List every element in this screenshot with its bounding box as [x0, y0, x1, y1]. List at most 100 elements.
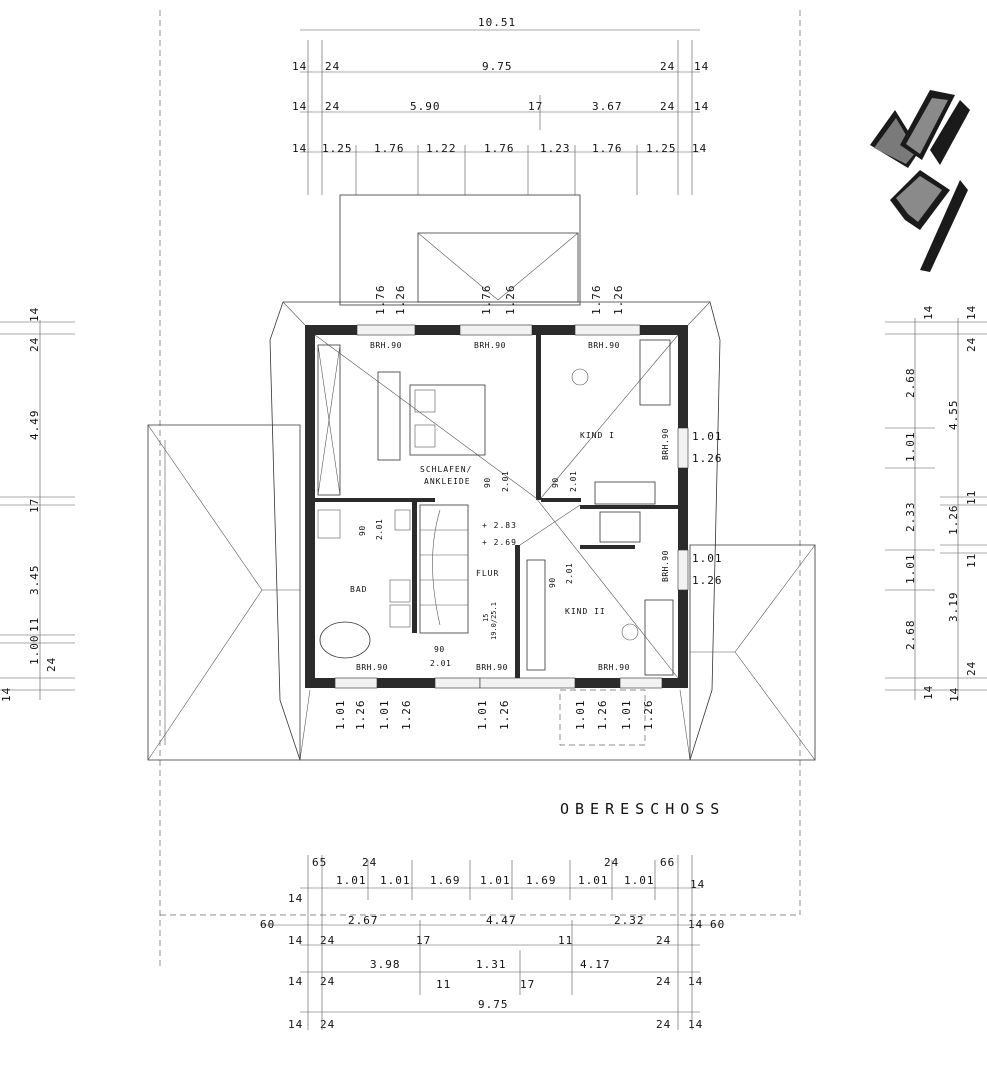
staircase	[419, 504, 469, 634]
door-width: 90	[434, 645, 445, 654]
svg-text:14: 14	[28, 307, 41, 322]
svg-text:14: 14	[288, 892, 303, 905]
svg-text:24: 24	[965, 337, 978, 352]
svg-text:3.19: 3.19	[947, 592, 960, 623]
level-2: + 2.69	[482, 538, 517, 547]
svg-text:24: 24	[320, 934, 335, 947]
svg-text:14: 14	[694, 60, 709, 73]
svg-text:1.26: 1.26	[612, 285, 625, 316]
svg-text:11: 11	[965, 553, 978, 568]
floor-title: OBERESCHOSS	[560, 800, 725, 818]
svg-text:14: 14	[688, 918, 703, 931]
svg-text:14: 14	[292, 100, 307, 113]
door-width: 90	[548, 577, 557, 588]
roof-outline	[147, 194, 816, 761]
svg-text:24: 24	[320, 975, 335, 988]
svg-text:24: 24	[660, 100, 675, 113]
bottom-dimensions: 65 24 1.01 1.01 1.69 1.01 1.69 1.01 24 1…	[260, 855, 725, 1031]
svg-text:2.32: 2.32	[614, 914, 645, 927]
svg-text:1.31: 1.31	[476, 958, 507, 971]
svg-text:1.01: 1.01	[624, 874, 655, 887]
svg-text:1.01: 1.01	[480, 874, 511, 887]
sink-1	[389, 579, 411, 603]
svg-text:24: 24	[660, 60, 675, 73]
svg-text:17: 17	[28, 498, 41, 513]
room-label-flur: FLUR	[476, 569, 499, 578]
svg-text:24: 24	[320, 1018, 335, 1031]
right-dimensions: 14 2.68 1.01 2.33 1.01 2.68 14 14 24 4.5…	[885, 305, 987, 702]
svg-text:1.26: 1.26	[504, 285, 517, 316]
level-1: + 2.83	[482, 521, 517, 530]
svg-text:2.67: 2.67	[348, 914, 379, 927]
svg-text:1.25: 1.25	[322, 142, 353, 155]
svg-text:1.69: 1.69	[526, 874, 557, 887]
door-height: 2.01	[569, 471, 578, 492]
svg-text:1.22: 1.22	[426, 142, 457, 155]
svg-text:1.00: 1.00	[28, 635, 41, 666]
svg-text:14: 14	[288, 1018, 303, 1031]
shower	[317, 509, 341, 539]
svg-text:24: 24	[656, 934, 671, 947]
svg-text:1.01: 1.01	[620, 700, 633, 731]
svg-text:60: 60	[260, 918, 275, 931]
svg-text:9.75: 9.75	[478, 998, 509, 1011]
svg-text:24: 24	[325, 60, 340, 73]
svg-text:2.68: 2.68	[904, 368, 917, 399]
svg-text:1.01: 1.01	[578, 874, 609, 887]
right-window-dimensions: 1.01 1.26 1.01 1.26	[692, 430, 723, 587]
svg-text:1.26: 1.26	[692, 452, 723, 465]
svg-text:11: 11	[965, 490, 978, 505]
svg-text:65: 65	[312, 856, 327, 869]
desk-2	[599, 511, 641, 543]
desk	[639, 339, 671, 406]
svg-text:24: 24	[656, 975, 671, 988]
svg-text:14: 14	[0, 687, 13, 702]
svg-text:1.76: 1.76	[590, 285, 603, 316]
wardrobe-2	[377, 371, 401, 461]
svg-text:17: 17	[416, 934, 431, 947]
shelf	[594, 481, 656, 505]
svg-text:14: 14	[965, 305, 978, 320]
svg-text:14: 14	[288, 934, 303, 947]
room-label-ankleide: ANKLEIDE	[424, 477, 471, 486]
svg-text:1.26: 1.26	[692, 574, 723, 587]
svg-text:14: 14	[288, 975, 303, 988]
svg-text:17: 17	[520, 978, 535, 991]
svg-text:9.75: 9.75	[482, 60, 513, 73]
svg-text:3.67: 3.67	[592, 100, 623, 113]
dim-overall: 10.51	[478, 16, 516, 29]
door-height: 2.01	[375, 519, 384, 540]
door-width: 90	[358, 525, 367, 536]
svg-text:1.26: 1.26	[394, 285, 407, 316]
room-label-kind-1: KIND I	[580, 431, 615, 440]
svg-text:1.26: 1.26	[642, 700, 655, 731]
svg-text:17: 17	[528, 100, 543, 113]
svg-text:14: 14	[690, 878, 705, 891]
stair-count: 15	[482, 614, 490, 622]
brh-label: BRH.90	[598, 663, 630, 672]
svg-text:4.47: 4.47	[486, 914, 517, 927]
walls	[305, 324, 689, 689]
svg-text:60: 60	[710, 918, 725, 931]
svg-text:3.45: 3.45	[28, 565, 41, 596]
svg-text:1.01: 1.01	[904, 432, 917, 463]
room-label-schlafen: SCHLAFEN/	[420, 465, 472, 474]
svg-text:1.23: 1.23	[540, 142, 571, 155]
brh-label: BRH.90	[474, 341, 506, 350]
double-bed	[409, 384, 486, 456]
top-dimensions: 10.51 14 24 9.75 24 14 14 24 5.90 17 3.6…	[292, 16, 709, 195]
svg-text:14: 14	[292, 60, 307, 73]
architect-logo	[870, 90, 970, 272]
room-label-kind-2: KIND II	[565, 607, 606, 616]
svg-text:5.90: 5.90	[410, 100, 441, 113]
svg-text:4.55: 4.55	[947, 400, 960, 431]
svg-text:14: 14	[688, 1018, 703, 1031]
door-height: 2.01	[501, 471, 510, 492]
brh-label: BRH.90	[370, 341, 402, 350]
svg-text:1.01: 1.01	[692, 552, 723, 565]
desk-3	[644, 599, 674, 676]
wardrobe-3	[526, 559, 546, 671]
bathtub	[319, 621, 371, 659]
svg-text:1.01: 1.01	[336, 874, 367, 887]
